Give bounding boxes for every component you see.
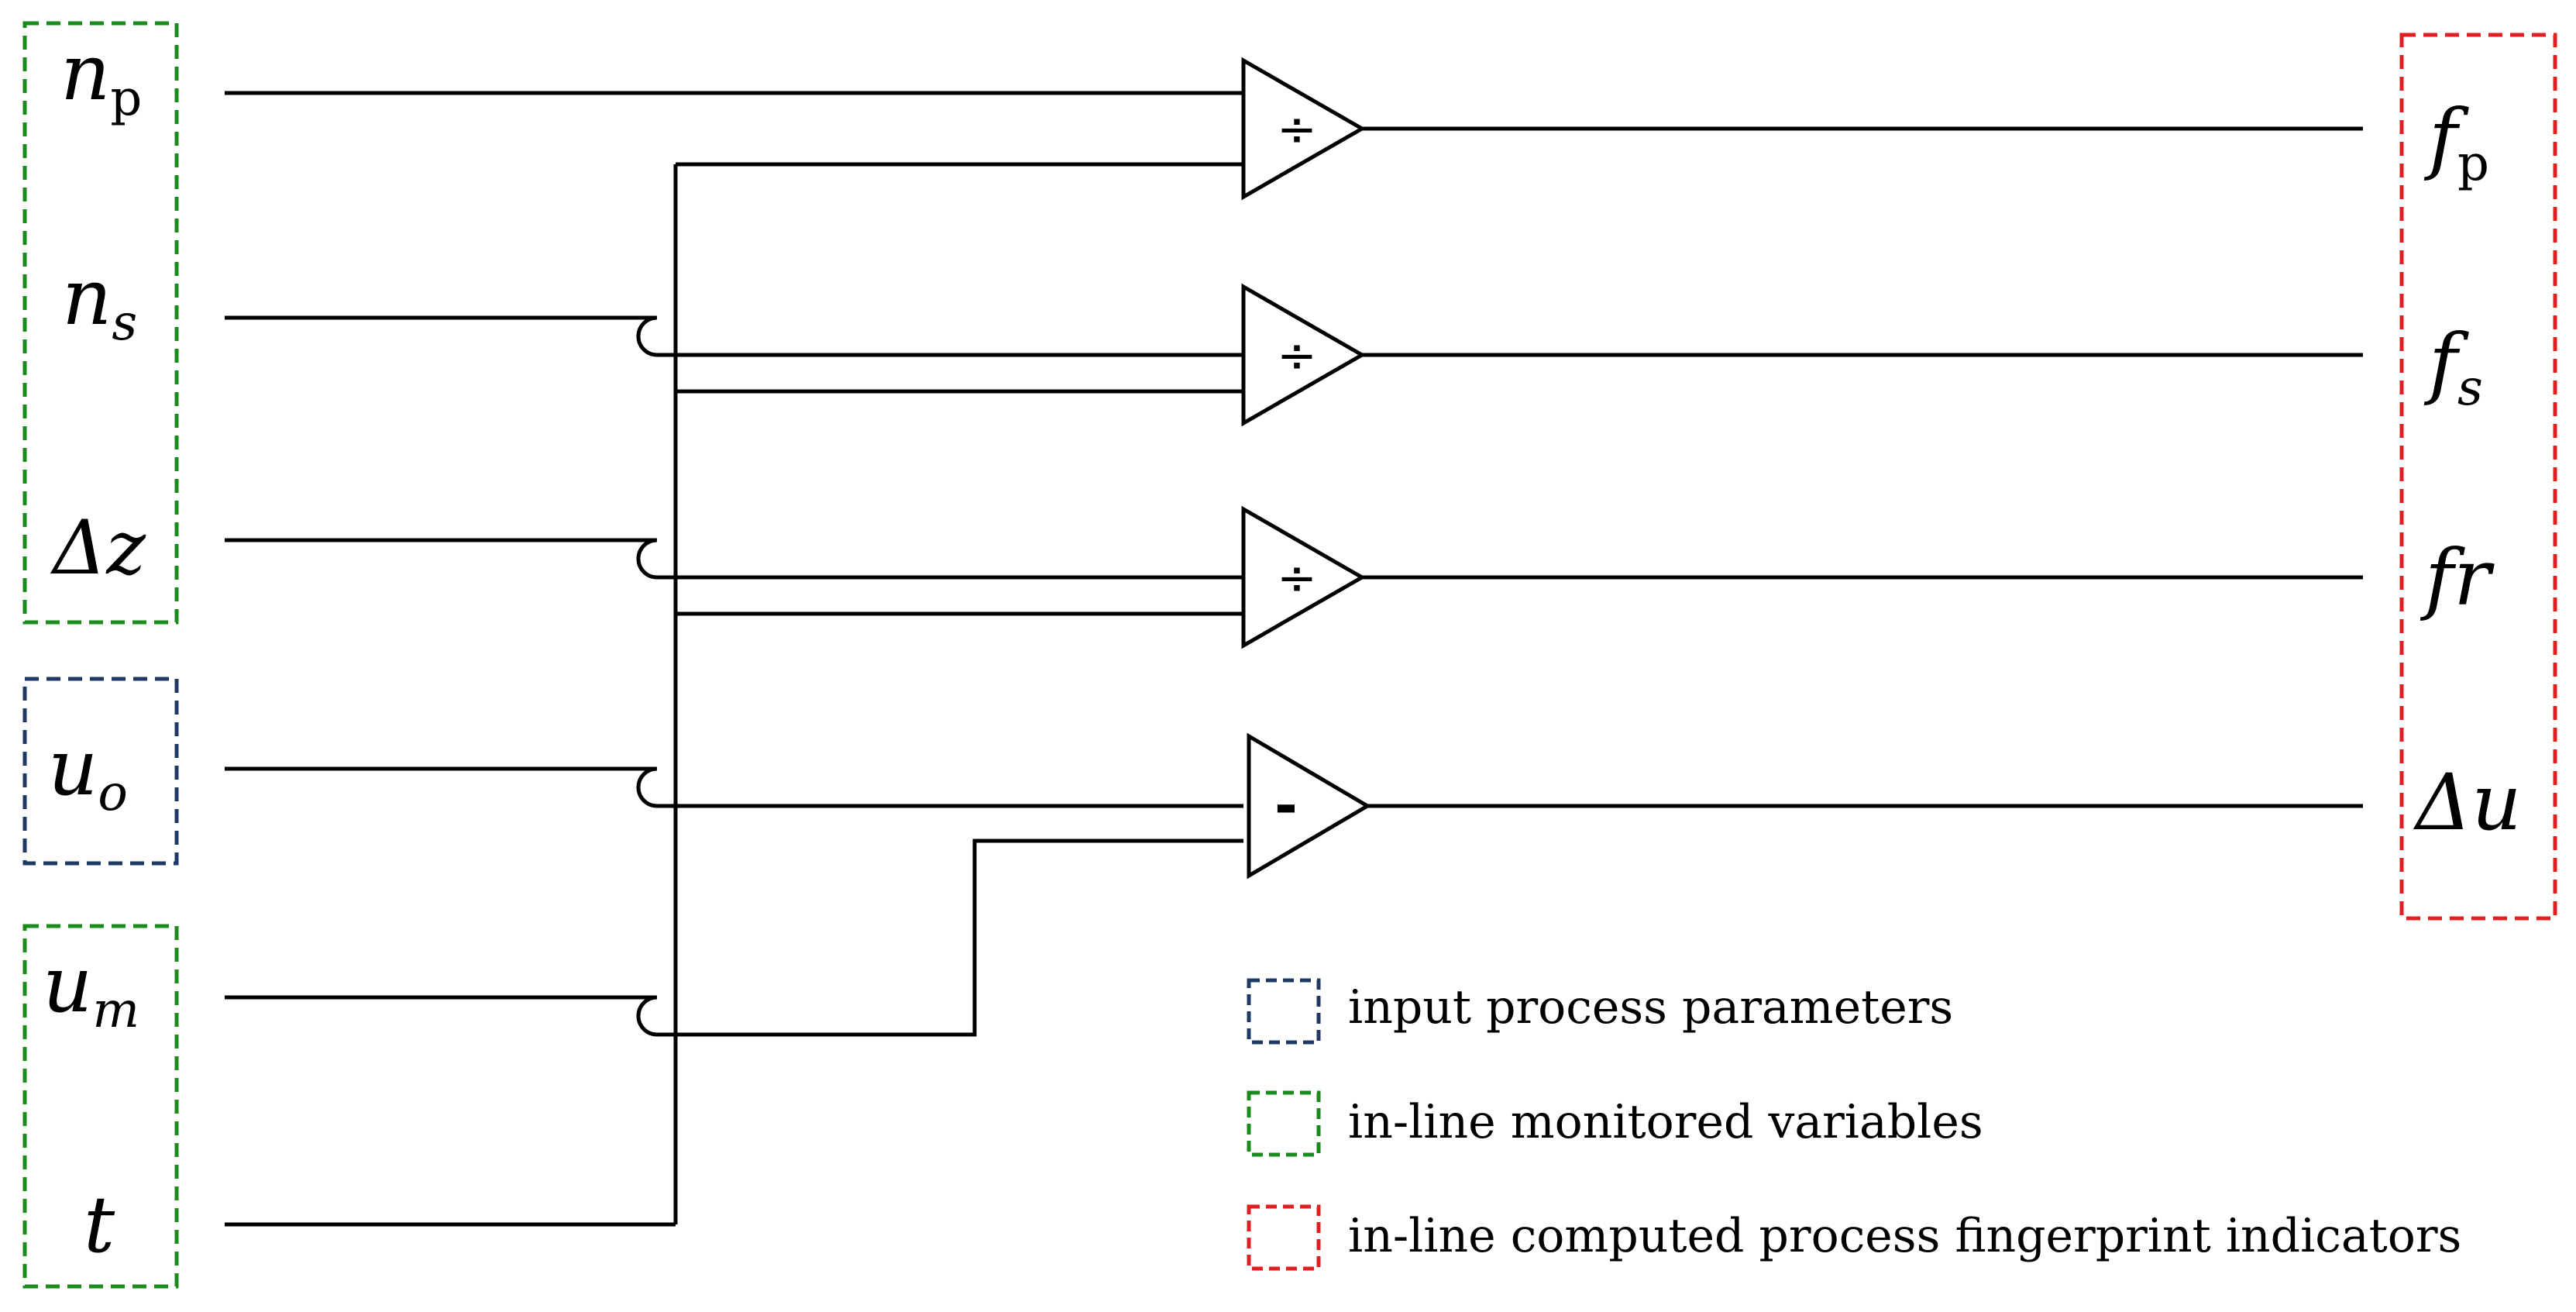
- divider-symbol-2: ÷: [1277, 327, 1317, 384]
- legend-swatch-computed: [1247, 1204, 1321, 1271]
- input-label-np: np: [60, 27, 142, 127]
- input-label-um: um: [43, 939, 139, 1039]
- input-label-ns: ns: [62, 252, 137, 352]
- computed-group-box: [2399, 33, 2557, 921]
- legend-label-input: input process parameters: [1348, 980, 1953, 1035]
- divider-gate-3: [1241, 505, 1367, 649]
- divider-symbol-3: ÷: [1277, 549, 1317, 606]
- output-label-fp: fp: [2423, 92, 2489, 192]
- wire-um: [225, 839, 1243, 1037]
- divider-gate-2: [1241, 283, 1367, 427]
- input-group-box: [22, 677, 179, 866]
- wire-ns: [225, 315, 1243, 357]
- legend-label-monitored: in-line monitored variables: [1348, 1095, 1983, 1149]
- input-label-dz: Δz: [50, 504, 146, 591]
- input-label-uo: uo: [48, 722, 128, 822]
- output-label-fs: fs: [2423, 317, 2483, 417]
- subtractor-gate: [1247, 732, 1371, 880]
- wire-uo: [225, 766, 1243, 808]
- wire-dz: [225, 538, 1243, 580]
- subtractor-symbol: -: [1274, 773, 1298, 838]
- divider-gate-1: [1241, 57, 1367, 201]
- legend-swatch-input: [1247, 978, 1321, 1045]
- output-label-fr: fr: [2420, 532, 2495, 623]
- input-label-t: t: [84, 1179, 115, 1270]
- legend-swatch-monitored: [1247, 1090, 1321, 1157]
- monitored-group-box-top: [22, 21, 179, 625]
- divider-symbol-1: ÷: [1277, 101, 1317, 157]
- legend-label-computed: in-line computed process fingerprint ind…: [1348, 1209, 2461, 1263]
- output-label-du: Δu: [2413, 757, 2522, 848]
- monitored-group-box-bottom: [22, 924, 179, 1289]
